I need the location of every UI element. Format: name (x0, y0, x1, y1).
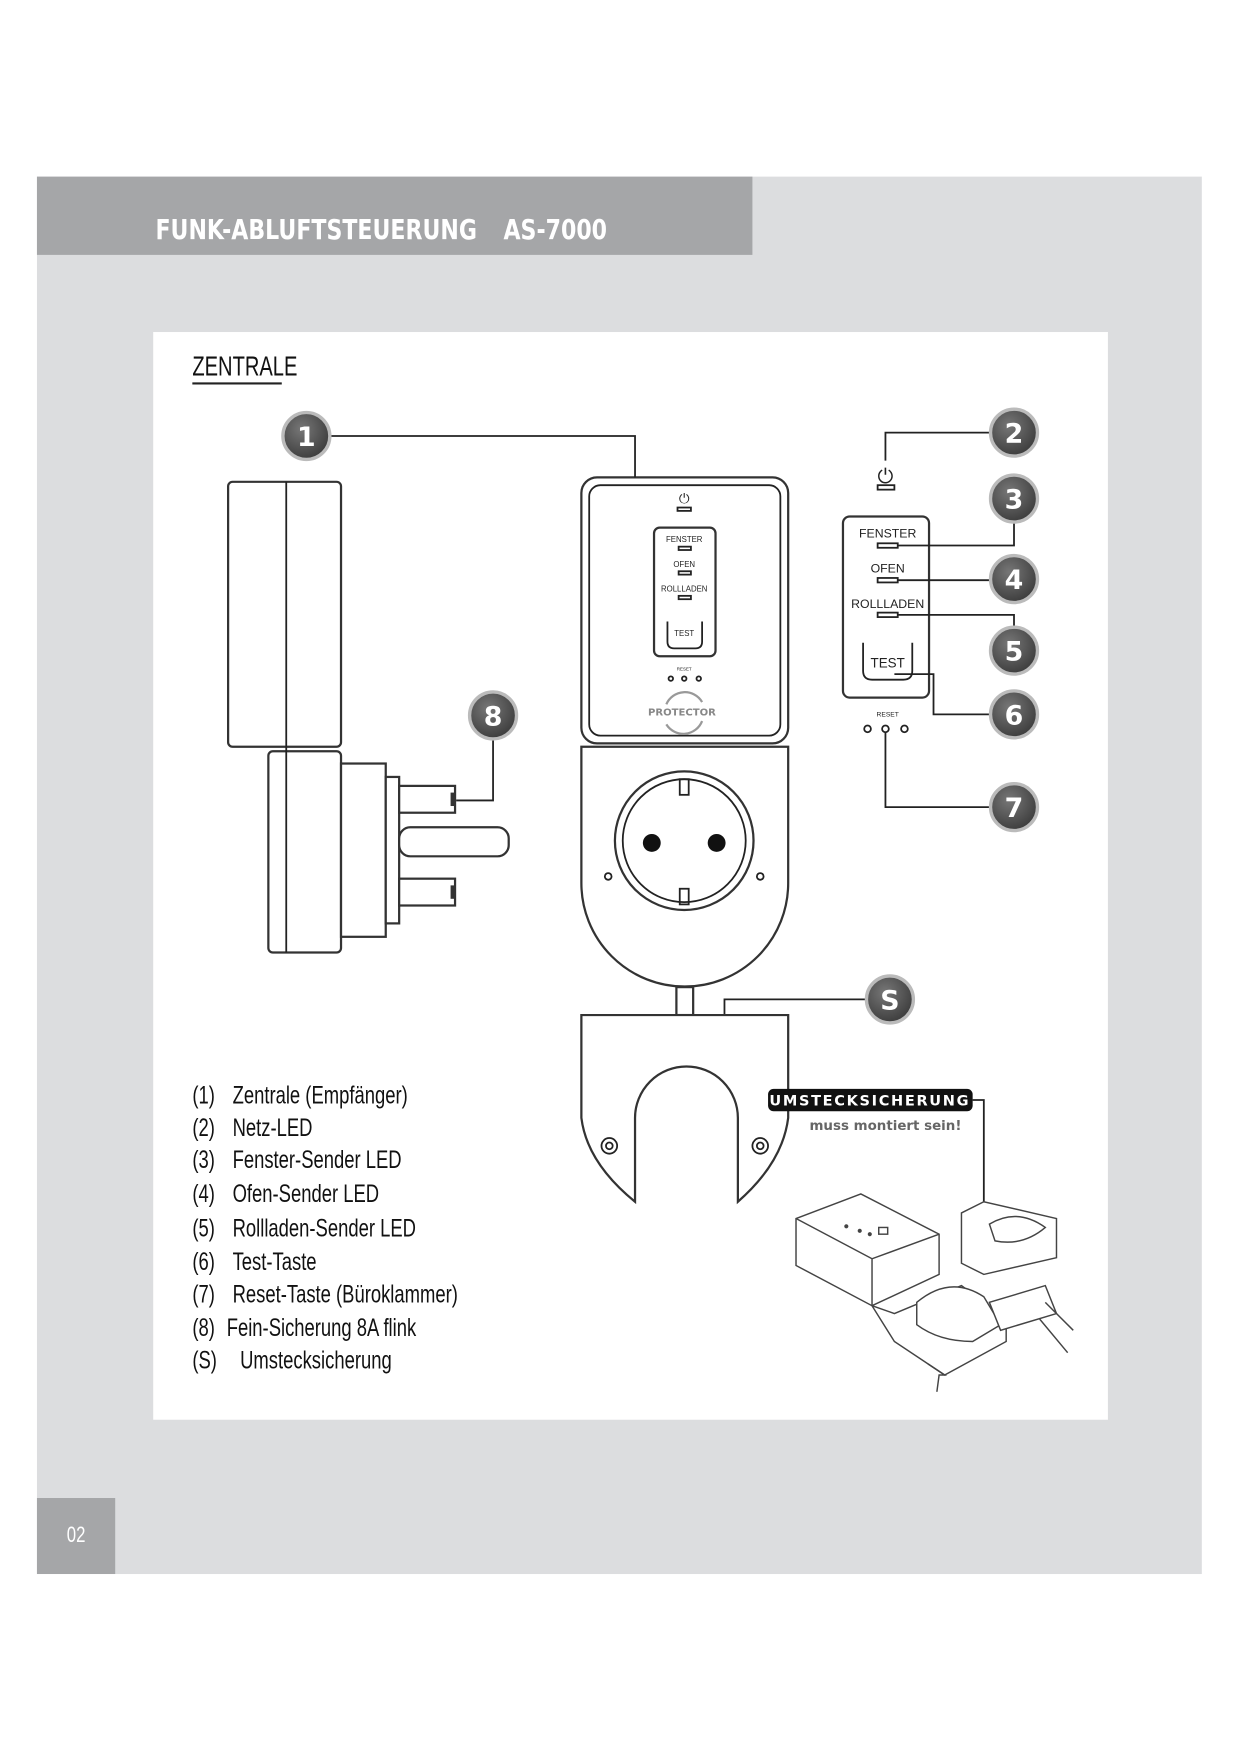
led-label: ROLLLADEN (851, 597, 924, 611)
device-front-view: ⏻ FENSTER OFEN ROLLLADEN TEST RESET PROT… (580, 476, 790, 988)
legend-num: (3) (192, 1146, 215, 1174)
legend-num: (7) (192, 1280, 215, 1308)
legend-text: Reset-Taste (Büroklammer) (233, 1280, 458, 1308)
header-bar (36, 176, 753, 255)
legend-num: (5) (192, 1214, 215, 1242)
callout-3: 3 (988, 473, 1040, 524)
svg-text:7: 7 (1005, 793, 1024, 824)
svg-text:6: 6 (1005, 700, 1024, 731)
led-label: OFEN (871, 561, 905, 575)
callout-5: 5 (988, 625, 1040, 676)
brand-logo: PROTECTOR (648, 707, 716, 718)
led-label: OFEN (673, 560, 695, 569)
power-icon: ⏻ (877, 466, 893, 488)
safety-clip-drawing (580, 985, 790, 1205)
legend-text: Umstecksicherung (240, 1346, 392, 1374)
legend-text: Zentrale (Empfänger) (233, 1081, 408, 1109)
svg-text:1: 1 (297, 422, 316, 453)
legend-num: (S) (192, 1346, 217, 1374)
svg-text:4: 4 (1005, 565, 1024, 596)
led-label: ROLLLADEN (661, 584, 707, 593)
power-icon: ⏻ (679, 491, 690, 506)
leader-lines (328, 431, 1015, 1213)
legend-text: Netz-LED (233, 1113, 313, 1141)
legend-text: Fenster-Sender LED (233, 1146, 402, 1174)
legend-num: (2) (192, 1113, 215, 1141)
warning-badge-text: UMSTECKSICHERUNG (769, 1094, 970, 1110)
legend-text: Rollladen-Sender LED (233, 1214, 416, 1242)
legend-text: Test-Taste (233, 1247, 317, 1275)
header-model: AS-7000 (503, 214, 607, 246)
callout-7: 7 (988, 781, 1040, 833)
svg-text:8: 8 (484, 702, 503, 733)
control-panel-detail: ⏻ FENSTER OFEN ROLLLADEN TEST RESET (841, 466, 931, 734)
legend-text: Ofen-Sender LED (233, 1179, 379, 1207)
warning-text: muss montiert sein! (809, 1119, 961, 1134)
header-heading: FUNK-ABLUFTSTEUERUNG AS-7000 (155, 214, 607, 246)
test-label: TEST (871, 655, 905, 670)
callout-2: 2 (988, 407, 1040, 458)
installed-device-sketch (795, 1193, 1074, 1392)
legend-num: (4) (192, 1179, 215, 1207)
header-title: FUNK-ABLUFTSTEUERUNG (155, 214, 477, 246)
callout-6: 6 (988, 689, 1040, 740)
page-number: 02 (67, 1523, 86, 1548)
callout-1: 1 (281, 410, 332, 462)
warning-badge (768, 1088, 973, 1112)
legend-num: (1) (192, 1081, 215, 1109)
device-side-view (226, 480, 510, 954)
svg-text:3: 3 (1005, 485, 1024, 516)
test-label: TEST (674, 629, 694, 638)
page-number-box (36, 1497, 116, 1575)
legend-num: (6) (192, 1247, 215, 1275)
legend-num: (8) (192, 1313, 215, 1341)
callout-4: 4 (988, 553, 1040, 605)
svg-text:5: 5 (1005, 637, 1024, 668)
led-label: FENSTER (666, 535, 703, 544)
legend-text: Fein-Sicherung 8A flink (227, 1313, 417, 1341)
reset-label: RESET (677, 667, 692, 672)
section-title: ZENTRALE (192, 352, 297, 383)
svg-text:2: 2 (1005, 419, 1024, 450)
led-label: FENSTER (859, 527, 916, 541)
callout-8: 8 (467, 690, 519, 741)
callout-s: S (864, 974, 916, 1025)
svg-text:S: S (880, 985, 899, 1016)
reset-label: RESET (877, 712, 899, 719)
legend-list: (1) Zentrale (Empfänger) (2) Netz-LED (3) F… (192, 1081, 458, 1374)
